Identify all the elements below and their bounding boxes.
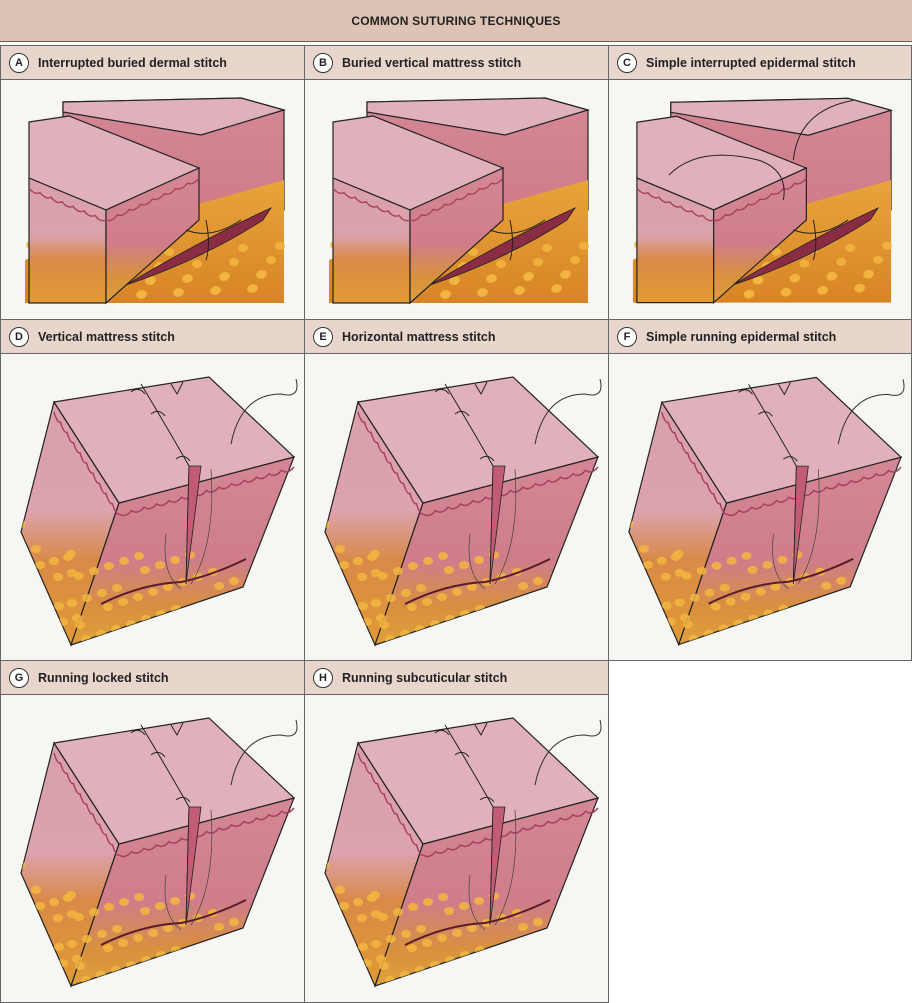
- panel-label: Horizontal mattress stitch: [342, 329, 496, 344]
- panel-header: F Simple running epidermal stitch: [609, 320, 911, 354]
- panel-letter-badge: G: [9, 667, 29, 688]
- panel-letter-badge: H: [313, 667, 333, 688]
- skin-block-illustration: [324, 376, 602, 647]
- panel-g: G Running locked stitch: [0, 660, 305, 1003]
- panel-c: C Simple interrupted epidermal stitch: [608, 45, 912, 320]
- panel-label: Simple interrupted epidermal stitch: [646, 55, 856, 70]
- panel-label: Running subcuticular stitch: [342, 670, 508, 685]
- figure-title: COMMON SUTURING TECHNIQUES: [0, 0, 912, 42]
- panel-header: B Buried vertical mattress stitch: [305, 46, 608, 80]
- panel-h: H Running subcuticular stitch: [304, 660, 609, 1003]
- skin-slab-illustration: [632, 97, 894, 304]
- panel-header: E Horizontal mattress stitch: [305, 320, 608, 354]
- panel-header: D Vertical mattress stitch: [1, 320, 304, 354]
- panel-letter-badge: E: [313, 326, 333, 347]
- skin-slab-illustration: [25, 97, 287, 305]
- panel-label: Interrupted buried dermal stitch: [38, 55, 227, 70]
- panel-letter-badge: A: [9, 52, 29, 73]
- skin-slab-illustration: [329, 97, 591, 305]
- skin-block-illustration: [20, 376, 298, 647]
- panel-e: E Horizontal mattress stitch: [304, 319, 609, 661]
- panel-header: C Simple interrupted epidermal stitch: [609, 46, 911, 80]
- panel-a: A Interrupted buried dermal stitch: [0, 45, 305, 320]
- panel-b: B Buried vertical mattress stitch: [304, 45, 609, 320]
- panel-header: A Interrupted buried dermal stitch: [1, 46, 304, 80]
- panel-letter-badge: B: [313, 52, 333, 73]
- skin-block-illustration: [324, 717, 602, 988]
- panel-letter-badge: F: [617, 326, 637, 347]
- panel-header: H Running subcuticular stitch: [305, 661, 608, 695]
- panel-letter-badge: D: [9, 326, 29, 347]
- panel-d: D Vertical mattress stitch: [0, 319, 305, 661]
- skin-block-illustration: [628, 376, 905, 647]
- panel-header: G Running locked stitch: [1, 661, 304, 695]
- panel-f: F Simple running epidermal stitch: [608, 319, 912, 661]
- panel-label: Buried vertical mattress stitch: [342, 55, 522, 70]
- panel-label: Running locked stitch: [38, 670, 169, 685]
- skin-block-illustration: [20, 717, 298, 988]
- panel-label: Simple running epidermal stitch: [646, 329, 837, 344]
- panel-letter-badge: C: [617, 52, 637, 73]
- panel-label: Vertical mattress stitch: [38, 329, 175, 344]
